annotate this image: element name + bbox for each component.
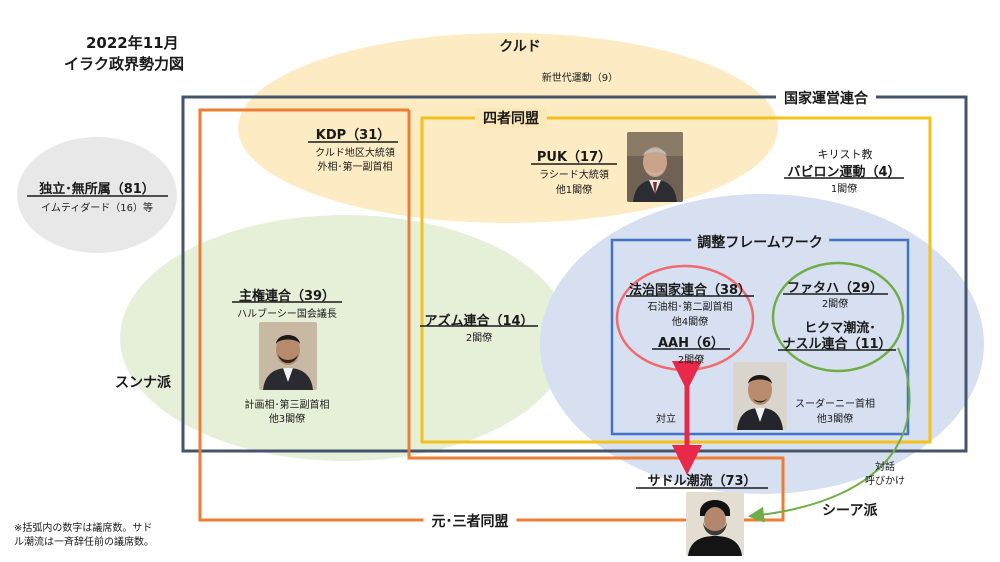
label-shia: シーア派 [822,503,878,519]
independent-name[interactable]: 独立･無所属（81） [39,182,155,197]
hikma-name2[interactable]: ナスル連合（11） [782,337,892,352]
kdp-name[interactable]: KDP（31） [315,128,391,143]
confront-label: 対立 [656,414,676,425]
new-generation: 新世代運動（9） [541,73,619,84]
puk-name[interactable]: PUK（17） [536,150,612,165]
sudani-note1: スーダーニー首相 [795,399,875,410]
tripartite-border [198,108,785,522]
independent-note: イムティダード（16）等 [41,203,153,214]
puk-note1: ラシード大統領 [539,170,609,181]
sovereignty-name[interactable]: 主権連合（39） [238,289,336,304]
name-underlines [27,141,904,489]
sovereignty-note2: 計画相･第三副首相 [244,400,330,411]
fatah-circle [771,261,905,373]
state-of-law-note1: 石油相･第二副首相 [647,302,733,313]
dialogue-arrow [748,347,911,523]
photo-rashid [627,132,683,202]
photo-sudani [733,362,787,430]
footnote: ※括弧内の数字は議席数。サド ル潮流は一斉辞任前の議席数。 [14,522,154,550]
hikma-name1[interactable]: ヒクマ潮流･ [804,321,876,336]
national-coalition-border [181,95,968,453]
dialogue-label-1: 対話 [875,462,895,473]
label-sunni: スンナ派 [115,375,171,391]
aah-note: 2閣僚 [677,355,705,366]
label-national-coalition: 国家運営連合 [776,88,876,108]
kdp-note1: クルド地区大統領 [315,148,395,159]
christian-note: 1閣僚 [830,184,858,195]
sadr-name[interactable]: サドル潮流（73） [647,474,757,489]
state-of-law-note2: 他4閣僚 [671,317,709,328]
azm-name[interactable]: アズム連合（14） [424,314,534,329]
fatah-note: 2閣僚 [821,299,849,310]
footnote-line2: ル潮流は一斉辞任前の議席数。 [14,537,154,548]
christian-prefix: キリスト教 [817,148,873,161]
title-line1: 2022年11月 [86,34,179,52]
photo-sadr [686,492,744,556]
title-line2: イラク政界勢力図 [64,55,185,73]
sovereignty-note3: 他3閣僚 [268,414,306,425]
dialogue-label-2: 呼びかけ [865,476,905,487]
independent-ellipse [17,137,177,253]
aah-name[interactable]: AAH（6） [657,336,725,351]
label-former-tripartite: 元･三者同盟 [423,511,517,531]
sovereignty-note1: ハルブーシー国会議長 [237,309,337,320]
kdp-note2: 外相･第一副首相 [317,162,393,173]
label-kurd: クルド [499,39,541,55]
state-of-law-name[interactable]: 法治国家連合（38） [628,283,752,298]
puk-note2: 他1閣僚 [555,185,593,196]
footnote-line1: ※括弧内の数字は議席数。サド [14,523,153,534]
label-four-party: 四者同盟 [475,108,547,128]
sudani-note2: 他3閣僚 [816,414,854,425]
azm-note: 2閣僚 [465,333,493,344]
fatah-name[interactable]: ファタハ（29） [786,281,884,296]
label-coordination: 調整フレームワーク [691,232,829,252]
sunni-ellipse [120,215,570,461]
photo-halbousi [259,322,317,390]
christian-name[interactable]: バビロン運動（4） [787,165,901,180]
shia-ellipse [540,194,984,494]
